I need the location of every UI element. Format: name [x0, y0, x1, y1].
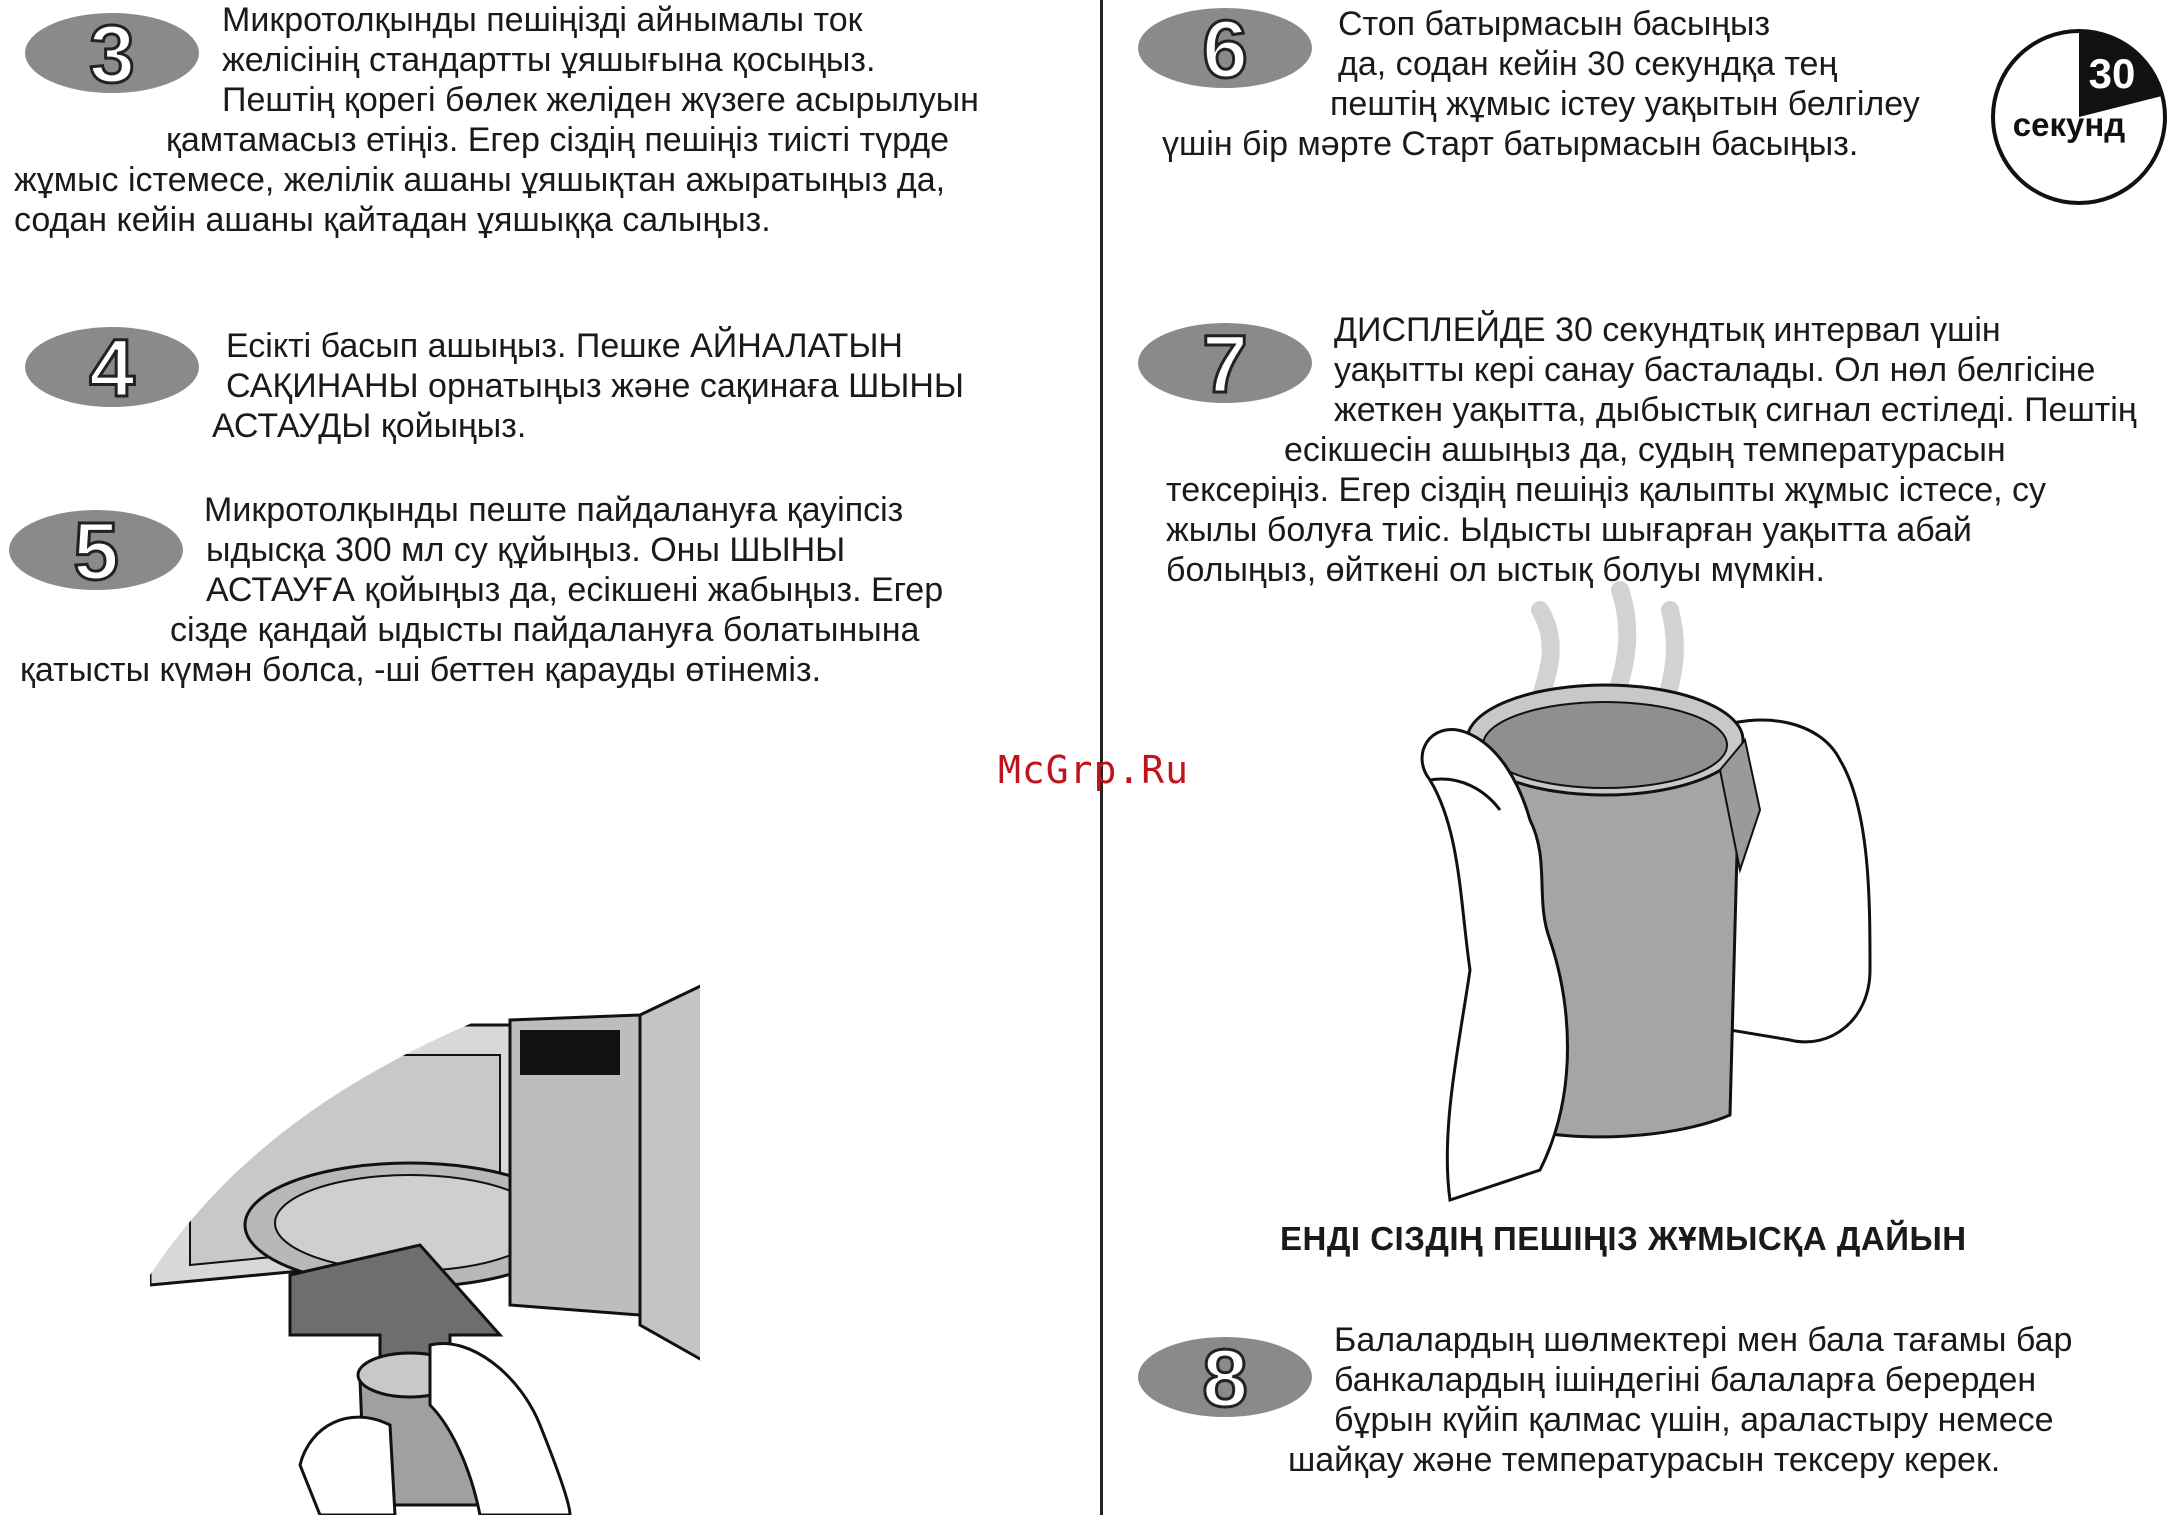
step-7-badge: 7 [1138, 318, 1312, 408]
step-4-line-2: САҚИНАНЫ орнатыңыз және сақинаға ШЫНЫ [226, 367, 964, 405]
display-panel [520, 1030, 620, 1075]
step-3-number: 3 [89, 9, 135, 98]
step-3-line-4: қамтамасыз етіңіз. Егер сіздің пешіңіз т… [166, 121, 949, 159]
step-5-line-3: АСТАУҒА қойыңыз да, есікшені жабыңыз. Ег… [206, 571, 944, 609]
step-8-line-4: шайқау және температурасын тексеру керек… [1288, 1441, 2001, 1479]
hands-cup-illustration [1420, 581, 1872, 1202]
step-7-line-6: жылы болуға тиіс. Ыдысты шығарған уақытт… [1166, 511, 1972, 549]
step-3-line-5: жұмыс істемесе, желілік ашаны ұяшықтан а… [14, 161, 946, 199]
step-3-line-2: желісінің стандартты ұяшығына қосыңыз. [222, 41, 876, 79]
timer-unit: секунд [2013, 106, 2126, 143]
step-6-line-4: үшін бір мәрте Старт батырмасын басыңыз. [1162, 125, 1859, 163]
step-5-number: 5 [73, 506, 119, 595]
step-8-line-2: банкалардың ішіндегіні балаларға берерде… [1334, 1361, 2037, 1399]
step-7-line-2: уақытты кері санау басталады. Ол нөл бел… [1334, 351, 2096, 389]
column-divider [1100, 0, 1103, 1515]
step-6-text: Стоп батырмасын басыңыз да, содан кейін … [1100, 4, 1980, 169]
step-6-badge: 6 [1138, 3, 1312, 93]
step-3-line-1: Микротолқынды пешіңізді айнымалы ток [222, 1, 863, 39]
step-8-line-3: бұрын күйіп қалмас үшін, араластыру неме… [1334, 1401, 2054, 1439]
step-8-badge: 8 [1138, 1332, 1312, 1422]
step-3-badge: 3 [25, 8, 199, 98]
timer-value: 30 [2089, 50, 2136, 97]
step-7-line-5: тексеріңіз. Егер сіздің пешіңіз қалыпты … [1166, 471, 2047, 509]
microwave-illustration [150, 905, 700, 1515]
step-7-line-7: болыңыз, өйткені ол ыстық болуы мүмкін. [1166, 551, 1825, 589]
step-5-badge: 5 [9, 505, 183, 595]
timer-icon: 30 секунд [1991, 29, 2167, 205]
step-5-line-5: қатысты күмән болса, -ші беттен қарауды … [20, 651, 822, 689]
step-5-text: Микротолқынды пеште пайдалануға қауіпсіз… [0, 490, 1090, 700]
step-4-text: Есікті басып ашыңыз. Пешке АЙНАЛАТЫН САҚ… [0, 326, 1090, 456]
step-5-line-4: сізде қандай ыдысты пайдалануға болатыны… [170, 611, 920, 649]
step-7-line-1: ДИСПЛЕЙДЕ 30 секундтық интервал үшін [1334, 311, 2001, 349]
step-6-line-3: пештің жұмыс істеу уақытын белгілеу [1330, 85, 1920, 123]
step-7-text: ДИСПЛЕЙДЕ 30 секундтық интервал үшін уақ… [1100, 310, 2182, 595]
ready-heading: ЕНДІ СІЗДІҢ ПЕШІҢІЗ ЖҰМЫСҚА ДАЙЫН [1280, 1220, 1967, 1257]
step-4-line-1: Есікті басып ашыңыз. Пешке АЙНАЛАТЫН [226, 327, 903, 365]
step-8-number: 8 [1202, 1333, 1248, 1422]
step-3-line-3: Пештің қорегі бөлек желіден жүзеге асыры… [222, 81, 979, 119]
watermark: McGrp.Ru [998, 748, 1190, 792]
step-4-line-3: АСТАУДЫ қойыңыз. [212, 407, 527, 445]
step-6-number: 6 [1202, 4, 1248, 93]
step-3-text: Микротолқынды пешіңізді айнымалы ток жел… [0, 0, 1090, 240]
step-8-line-1: Балалардың шөлмектері мен бала тағамы ба… [1334, 1321, 2073, 1359]
step-5-line-2: ыдысқа 300 мл су құйыңыз. Оны ШЫНЫ [206, 531, 846, 569]
step-7-line-4: есікшесін ашыңыз да, судың температурасы… [1284, 431, 2006, 469]
step-5-line-1: Микротолқынды пеште пайдалануға қауіпсіз [204, 491, 904, 529]
step-6-line-2: да, содан кейін 30 секундқа тең [1338, 45, 1838, 83]
step-7-number: 7 [1202, 319, 1248, 408]
step-6-line-1: Стоп батырмасын басыңыз [1338, 5, 1771, 43]
step-8-text: Балалардың шөлмектері мен бала тағамы ба… [1100, 1320, 2182, 1490]
step-4-badge: 4 [25, 322, 199, 412]
step-4-number: 4 [89, 323, 135, 412]
step-7-line-3: жеткен уақытта, дыбыстық сигнал естіледі… [1334, 391, 2137, 429]
step-3-line-6: содан кейін ашаны қайтадан ұяшыққа салың… [14, 201, 771, 239]
